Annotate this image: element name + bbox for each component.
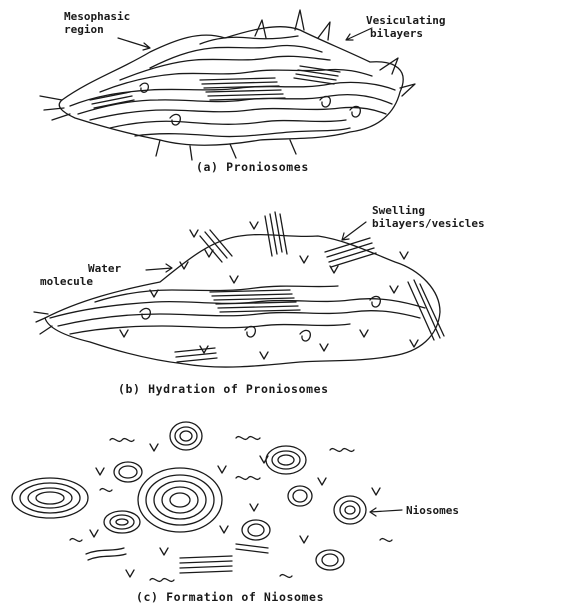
label-bilayers: bilayers <box>370 27 423 40</box>
swelling-pointer <box>342 222 366 240</box>
niosome-lower-left <box>104 511 140 533</box>
water-pointer <box>146 264 172 272</box>
caption-a: (a) Proniosomes <box>196 160 309 174</box>
niosome-left <box>12 478 88 518</box>
label-water: Water <box>88 262 121 275</box>
label-swelling: Swelling <box>372 204 425 217</box>
niosome-right <box>334 496 366 524</box>
mesophasic-pointer <box>118 38 150 50</box>
niosomes-pointer <box>370 508 402 516</box>
label-region: region <box>64 23 104 36</box>
niosome-upper-left <box>114 462 142 482</box>
niosome-vesicles <box>12 422 392 581</box>
label-bilayers-vesicles: bilayers/vesicles <box>372 217 485 230</box>
caption-b: (b) Hydration of Proniosomes <box>118 382 329 396</box>
vesiculating-pointer <box>346 28 372 40</box>
label-niosomes: Niosomes <box>406 504 459 517</box>
caption-c: (c) Formation of Niosomes <box>136 590 324 603</box>
niosome-top-right <box>266 446 306 474</box>
panel-b-hydration: Swelling bilayers/vesicles Water molecul… <box>34 204 485 396</box>
label-molecule: molecule <box>40 275 93 288</box>
niosome-bottom-right <box>316 550 344 570</box>
hydrated-proniosome-mass <box>34 212 444 367</box>
niosome-mid-right <box>288 486 312 506</box>
niosome-top <box>170 422 202 450</box>
label-mesophasic: Mesophasic <box>64 10 130 23</box>
niosome-large-center <box>138 468 222 532</box>
label-vesiculating: Vesiculating <box>366 14 445 27</box>
panel-a-proniosomes: Mesophasic region Vesiculating bilayers … <box>40 10 445 174</box>
niosome-lower-mid <box>242 520 270 540</box>
panel-c-niosomes: Niosomes (c) Formation of Niosomes <box>12 422 459 603</box>
